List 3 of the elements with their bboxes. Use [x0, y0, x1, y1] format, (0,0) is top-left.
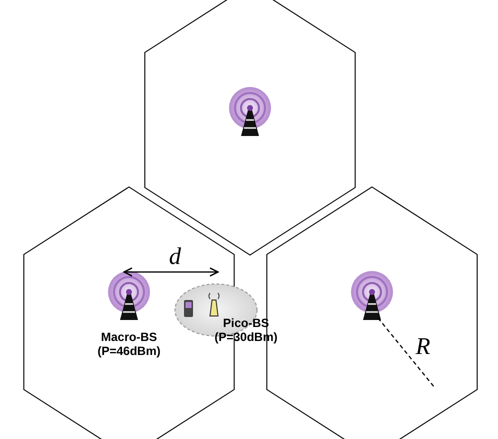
radius-label: R	[414, 334, 432, 361]
distance-label: d	[168, 244, 182, 271]
macro-bs-label: Macro-BS (P=46dBm)	[96, 330, 162, 358]
